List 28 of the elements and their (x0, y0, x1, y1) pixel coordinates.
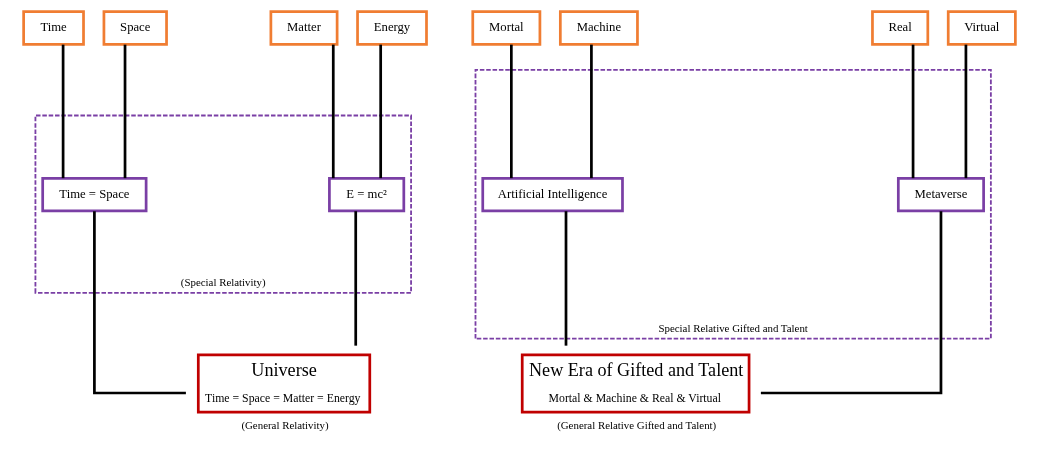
connector (911, 44, 915, 179)
node-label: (General Relativity) (241, 419, 329, 432)
connector (61, 44, 65, 179)
node-box: Real (871, 10, 930, 46)
node-box: Metaverse (896, 176, 985, 213)
node-box: Matter (269, 10, 339, 46)
node-box: Artificial Intelligence (481, 176, 624, 213)
node-box: Virtual (946, 10, 1017, 46)
node-box: Mortal (471, 10, 542, 46)
node-box: Universe Time = Space = Matter = Energy (196, 353, 372, 414)
node-box: New Era of Gifted and Talent Mortal & Machine & Real & Virtual (520, 353, 751, 414)
node-box: Time (22, 10, 85, 46)
connector (509, 44, 513, 179)
node-box: Energy (356, 10, 428, 46)
connector (590, 44, 593, 179)
connector (760, 211, 943, 395)
connector (379, 44, 383, 179)
node-box: Time = Space (41, 176, 148, 213)
node-box: Space (102, 10, 168, 46)
node-box: E = mc² (328, 176, 406, 213)
node-label: (General Relative Gifted and Talent) (557, 419, 717, 432)
connector (964, 44, 968, 179)
connector (93, 211, 186, 395)
connector (354, 211, 358, 346)
connector (123, 44, 127, 179)
connector (331, 44, 335, 179)
node-box: Machine (558, 10, 639, 46)
connector (564, 211, 568, 346)
